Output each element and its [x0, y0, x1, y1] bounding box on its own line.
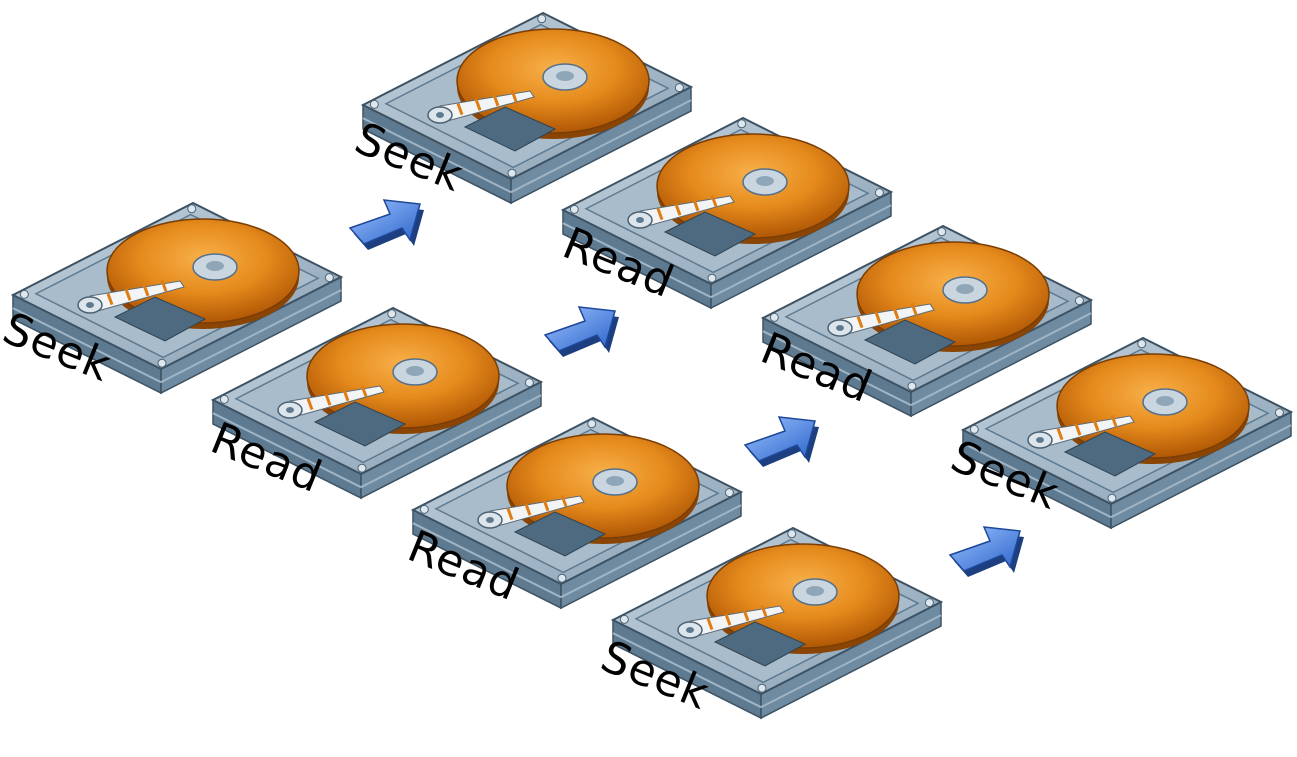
hard-drive-icon — [210, 306, 544, 500]
arrow-icon — [743, 416, 819, 467]
hard-drive-icon — [10, 201, 344, 395]
arrow-icon — [348, 199, 424, 250]
hard-drive-icon — [560, 116, 894, 310]
arrow-icon — [543, 306, 619, 357]
hard-drive-icon — [410, 416, 744, 610]
arrow-icon — [948, 526, 1024, 577]
hard-drive-icon — [960, 336, 1294, 530]
hard-drive-icon — [610, 526, 944, 720]
hard-drive-icon — [360, 11, 694, 205]
hard-drive-icon — [760, 224, 1094, 418]
